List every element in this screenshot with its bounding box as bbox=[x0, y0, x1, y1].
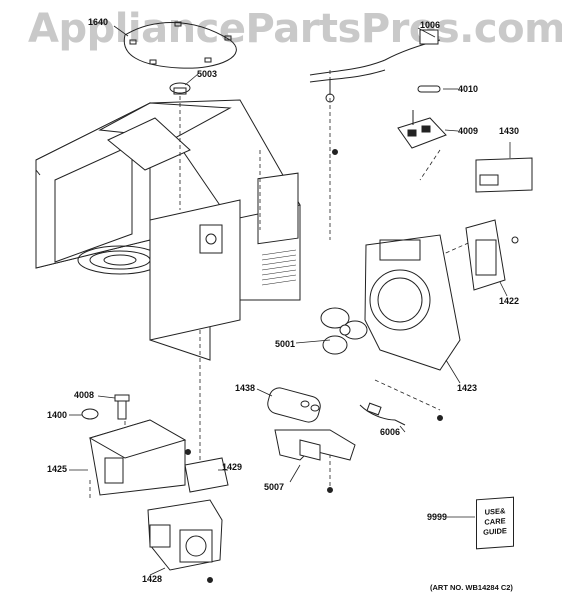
part-label-1006: 1006 bbox=[420, 20, 441, 30]
power-cord-1006 bbox=[309, 29, 441, 103]
thermistor-1400 bbox=[81, 408, 99, 420]
part-label-1429: 1429 bbox=[222, 462, 243, 472]
part-label-5007: 5007 bbox=[264, 482, 285, 492]
capacitor-1438 bbox=[267, 387, 321, 423]
part-label-4008: 4008 bbox=[74, 390, 95, 400]
plate-1429 bbox=[184, 457, 229, 493]
fuse-4010 bbox=[417, 85, 441, 93]
part-label-1640: 1640 bbox=[88, 17, 109, 27]
label-1430 bbox=[475, 157, 533, 193]
magnetron-1428 bbox=[147, 499, 223, 571]
oven-cavity bbox=[35, 99, 301, 361]
part-label-4009: 4009 bbox=[458, 126, 479, 136]
guide-line-3: GUIDE bbox=[483, 526, 507, 537]
capacitor-bracket-5007 bbox=[274, 429, 356, 461]
part-label-6006: 6006 bbox=[380, 427, 401, 437]
art-number: (ART NO. WB14284 C2) bbox=[430, 583, 513, 592]
part-label-9999: 9999 bbox=[427, 512, 448, 522]
fuse-holder-4009 bbox=[397, 110, 447, 149]
part-label-1400: 1400 bbox=[47, 410, 68, 420]
watermark: AppliancePartsPros.com bbox=[28, 6, 562, 52]
air-duct-1422 bbox=[465, 219, 519, 291]
use-care-guide-booklet: USE& CARE GUIDE bbox=[476, 496, 514, 550]
fan-bracket-1423 bbox=[364, 234, 461, 371]
screws bbox=[185, 149, 443, 583]
label-leaders bbox=[69, 25, 511, 576]
part-label-1428: 1428 bbox=[142, 574, 163, 584]
fan-blade-5001 bbox=[320, 307, 368, 355]
part-label-5001: 5001 bbox=[275, 339, 296, 349]
part-label-1423: 1423 bbox=[457, 383, 478, 393]
part-label-1425: 1425 bbox=[47, 464, 68, 474]
part-label-1422: 1422 bbox=[499, 296, 520, 306]
part-label-1430: 1430 bbox=[499, 126, 520, 136]
wire-harness-1640 bbox=[123, 21, 237, 69]
transformer-1425 bbox=[88, 419, 187, 496]
diode-6006 bbox=[359, 402, 406, 426]
part-label-4010: 4010 bbox=[458, 84, 479, 94]
thermal-cutout-5003 bbox=[169, 82, 191, 95]
part-label-1438: 1438 bbox=[235, 383, 256, 393]
part-label-5003: 5003 bbox=[197, 69, 218, 79]
thermal-protector-4008 bbox=[114, 394, 130, 420]
